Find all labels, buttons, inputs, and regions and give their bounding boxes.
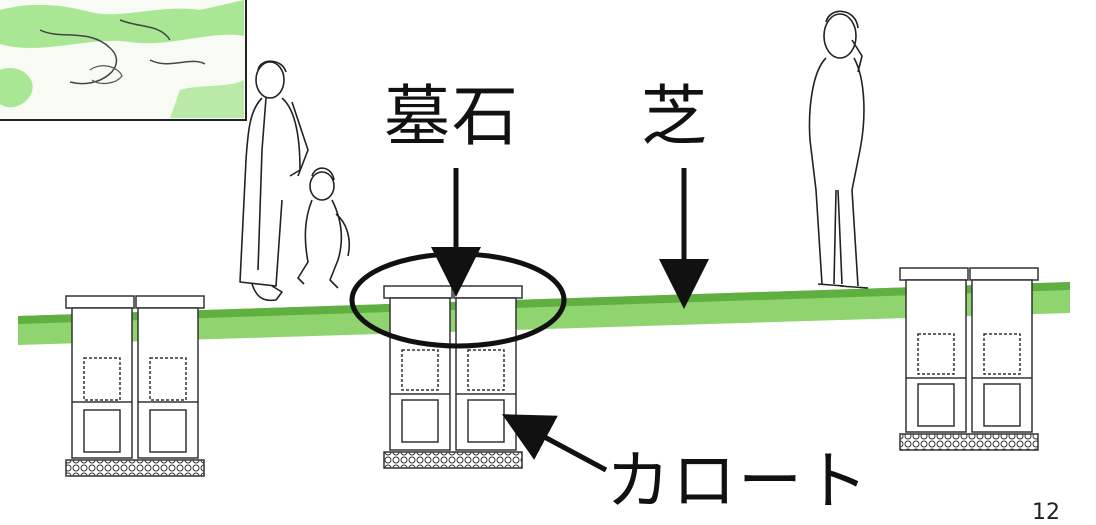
karoto-arrow <box>501 414 608 473</box>
page-number: 12 <box>1032 500 1060 525</box>
turf-label: 芝 <box>641 78 707 155</box>
standing-man-figure <box>808 10 869 289</box>
turf-strip <box>18 282 1070 345</box>
woman-with-child-figure <box>239 60 351 302</box>
gravestone-label: 墓石 <box>384 78 520 155</box>
grave-pair-right <box>899 267 1039 451</box>
karoto-label: カロート <box>606 445 870 519</box>
inset-sketch <box>0 0 247 121</box>
grave-pair-left <box>65 295 205 477</box>
